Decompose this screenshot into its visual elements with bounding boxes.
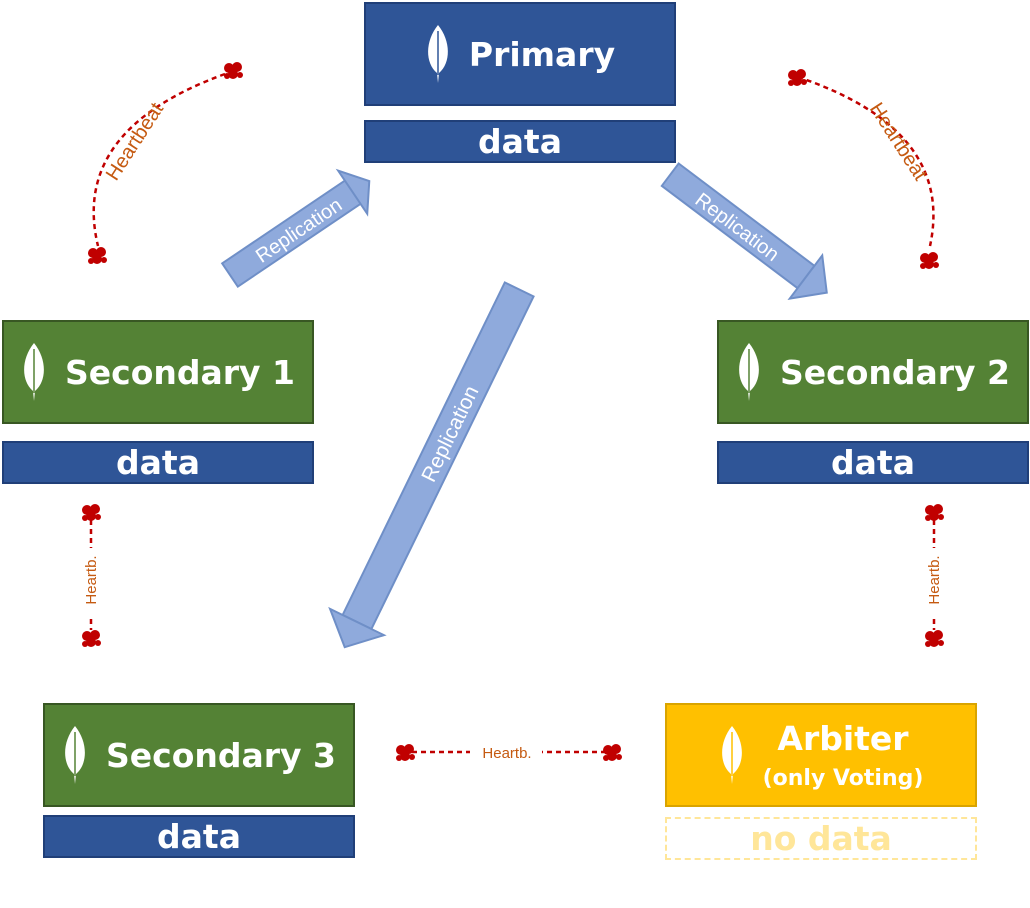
secondary3-title: Secondary 3 [105, 735, 336, 775]
heartbeat-secondary2-arbiter: Heartb. [925, 504, 944, 647]
mongodb-leaf-icon [24, 343, 44, 401]
secondary1-title: Secondary 1 [64, 352, 295, 392]
heartbeat-label-4: Heartb. [926, 555, 943, 604]
replication-arrow-secondary3: Replication [328, 281, 535, 649]
replication-label-1: Replication [252, 194, 346, 268]
mongodb-leaf-icon [428, 25, 448, 83]
primary-node: Primary [364, 2, 676, 106]
heartbeat-label-5: Heartb. [482, 745, 531, 762]
arbiter-no-data: no data [665, 817, 977, 860]
heartbeat-secondary3-arbiter: Heartb. [396, 742, 622, 762]
secondary2-node: Secondary 2 [717, 320, 1029, 424]
secondary2-data: data [717, 441, 1029, 484]
heartbeat-label-2: Heartbeat [865, 99, 932, 185]
primary-title: Primary [468, 34, 616, 74]
mongodb-leaf-icon [739, 343, 759, 401]
secondary1-data: data [2, 441, 314, 484]
replication-arrow-secondary2: Replication [660, 162, 828, 300]
secondary2-title: Secondary 2 [779, 352, 1010, 392]
mongodb-leaf-icon [65, 726, 85, 784]
secondary3-data: data [43, 815, 355, 858]
primary-data: data [364, 120, 676, 163]
heartbeat-primary-secondary2: Heartbeat [788, 69, 939, 269]
arbiter-title: Arbiter [777, 719, 909, 758]
heartbeat-label-3: Heartb. [83, 555, 100, 604]
heartbeat-primary-secondary1: Heartbeat [88, 62, 243, 264]
replication-label-2: Replication [691, 189, 783, 266]
arbiter-node: Arbiter (only Voting) [665, 703, 977, 807]
arbiter-subtitle: (only Voting) [762, 766, 924, 791]
heartbeat-secondary1-secondary3: Heartb. [82, 504, 101, 647]
mongodb-leaf-icon [721, 726, 742, 784]
secondary1-node: Secondary 1 [2, 320, 314, 424]
heartbeat-label-1: Heartbeat [102, 99, 169, 185]
secondary3-node: Secondary 3 [43, 703, 355, 807]
